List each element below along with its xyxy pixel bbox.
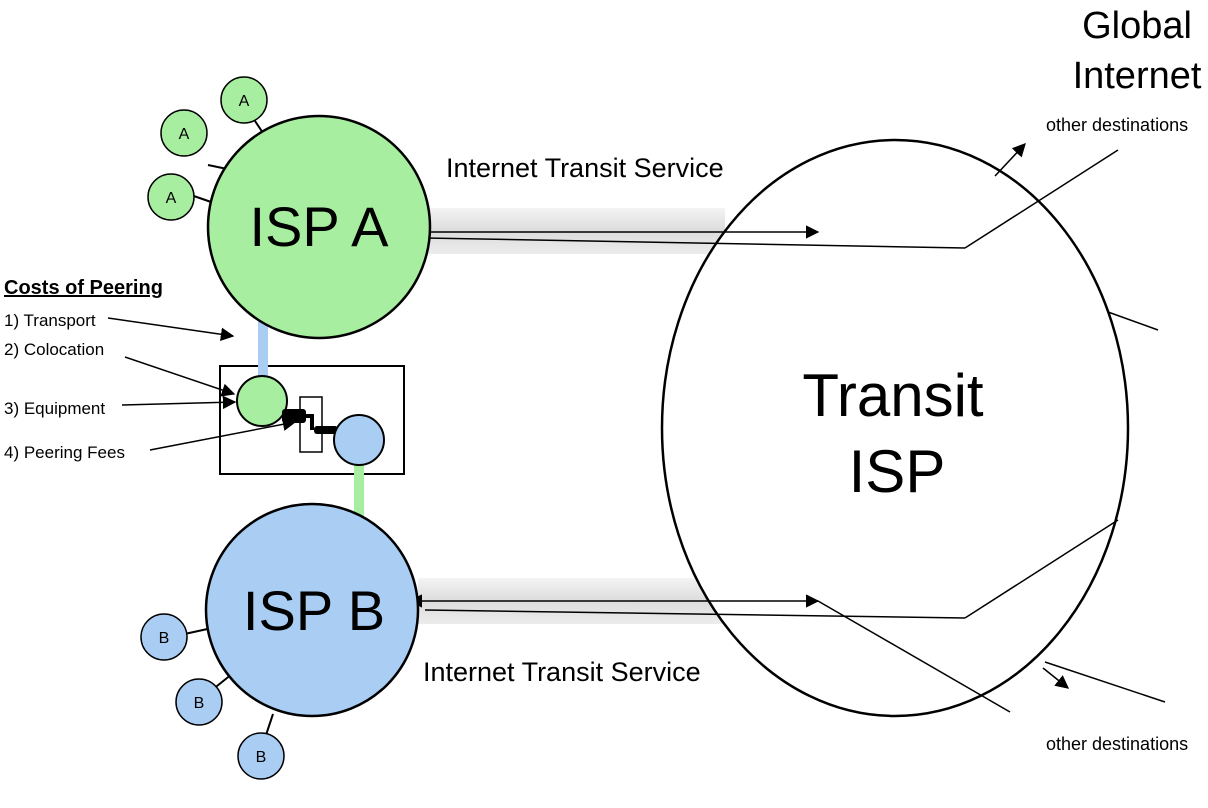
satellite-a1: A bbox=[160, 109, 208, 157]
global-link-mid bbox=[964, 519, 1119, 619]
global-link-bottom bbox=[1044, 661, 1166, 703]
other-destinations-arrow-top bbox=[994, 143, 1026, 177]
cost-item-equipment: 3) Equipment bbox=[4, 399, 105, 418]
cost-item-colocation: 2) Colocation bbox=[4, 340, 104, 359]
cross-connect-a bbox=[282, 409, 306, 423]
satellite-b3: B bbox=[237, 732, 285, 780]
isp-a-node bbox=[206, 114, 432, 340]
flow-a-return bbox=[424, 237, 966, 249]
cost-item-transport: 1) Transport bbox=[4, 311, 96, 330]
arrow-equipment bbox=[121, 395, 237, 410]
svg-text:A: A bbox=[179, 126, 190, 143]
svg-text:B: B bbox=[159, 630, 170, 647]
other-destinations-bottom: other destinations bbox=[1046, 734, 1188, 754]
isp-a-label: ISP A bbox=[249, 195, 389, 258]
svg-text:A: A bbox=[166, 190, 177, 207]
router-a bbox=[236, 375, 288, 427]
cross-connect-cable bbox=[306, 414, 314, 430]
satellite-b2: B bbox=[175, 678, 223, 726]
satellite-a2: A bbox=[220, 76, 268, 124]
transit-isp-label-line2: ISP bbox=[849, 438, 946, 505]
svg-text:A: A bbox=[239, 93, 250, 110]
flow-b-return bbox=[424, 609, 966, 619]
flow-b-destination bbox=[817, 600, 1011, 713]
isp-b-label: ISP B bbox=[243, 579, 385, 642]
global-internet-line2: Internet bbox=[1073, 55, 1202, 97]
arrow-colocation bbox=[124, 356, 236, 397]
cost-item-peering-fees: 4) Peering Fees bbox=[4, 443, 125, 462]
costs-title: Costs of Peering bbox=[4, 277, 163, 299]
arrow-peering-fees bbox=[149, 417, 297, 451]
link-router-to-isp-b bbox=[354, 450, 364, 518]
svg-text:B: B bbox=[256, 749, 267, 766]
svg-text:B: B bbox=[194, 695, 205, 712]
isp-b-node bbox=[204, 502, 420, 718]
transit-service-bottom-label: Internet Transit Service bbox=[423, 657, 701, 687]
transit-service-top-label: Internet Transit Service bbox=[446, 153, 724, 183]
transit-isp-label-line1: Transit bbox=[802, 362, 983, 429]
transit-isp-node bbox=[660, 138, 1130, 718]
cross-connect-b bbox=[314, 426, 338, 434]
global-internet-line1: Global bbox=[1082, 5, 1192, 47]
other-destinations-arrow-bottom bbox=[1042, 667, 1070, 689]
satellite-a3: A bbox=[147, 173, 195, 221]
global-link-top bbox=[964, 149, 1119, 249]
transit-pipe-a bbox=[425, 208, 725, 254]
arrow-transport bbox=[107, 317, 235, 341]
router-b bbox=[333, 414, 385, 466]
link-isp-a-to-router bbox=[258, 305, 268, 381]
satellite-b1: B bbox=[140, 613, 188, 661]
global-link-right bbox=[1107, 311, 1159, 331]
other-destinations-top: other destinations bbox=[1046, 115, 1188, 135]
